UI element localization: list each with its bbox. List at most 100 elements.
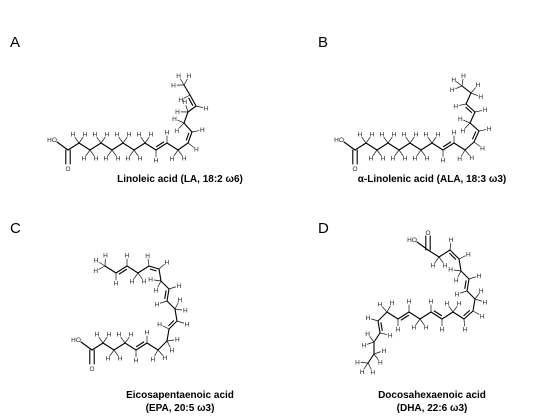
hydrogen-atom: H (138, 156, 143, 163)
carbon-bond (158, 268, 162, 282)
carbon-bond (187, 105, 197, 113)
hydrogen-bond (162, 325, 170, 330)
hydrogen-bond (191, 130, 200, 133)
hydrogen-atom: H (381, 156, 386, 163)
hydrogen-bond (383, 136, 389, 144)
hydrogen-bond (166, 340, 171, 348)
hydrogen-bond (140, 136, 146, 144)
hydrogen-atom: H (129, 332, 134, 339)
hydrogen-atom: H (413, 156, 418, 163)
carbon-bond (100, 142, 113, 151)
hydrogen-bond (474, 293, 480, 300)
hydrogen-bond (379, 332, 388, 335)
carbon-bond (452, 311, 465, 320)
hydrogen-bond (453, 269, 462, 272)
hydrogen-bond (177, 149, 183, 156)
carbon-bond (67, 142, 80, 151)
carbon-bond (177, 142, 189, 151)
hydrogen-bond (381, 306, 388, 313)
hydrogen-bond (183, 94, 191, 99)
hydrogen-atom: H (362, 343, 367, 350)
carbon-bond (365, 142, 378, 151)
hydrogen-bond (74, 136, 80, 144)
hydrogen-atom: H (93, 268, 98, 275)
hydrogen-atom: H (360, 369, 365, 376)
carbon-bond (160, 280, 170, 290)
hydrogen-bond (159, 300, 168, 304)
carbon-bond (166, 300, 176, 310)
hydrogen-bond (369, 336, 375, 343)
carbon-bond (397, 311, 410, 320)
hydrogen-atom: H (483, 107, 488, 114)
hydrogen-atom: H (127, 132, 132, 139)
carbon-bond (441, 311, 454, 320)
carbon-bond (463, 310, 474, 320)
hydrogen-bond (427, 136, 433, 144)
hydrogen-atom: H (151, 356, 156, 363)
carbon-bond (135, 342, 148, 351)
hydrogen-atom: H (106, 356, 111, 363)
carbonyl-oxygen: O (89, 366, 94, 373)
hydrogen-bond (122, 136, 128, 144)
caption: Linoleic acid (LA, 18:2 ω6) (117, 174, 243, 185)
hydrogen-atom: H (178, 97, 183, 104)
double-bond (168, 320, 175, 327)
hydrogen-bond (394, 149, 400, 157)
hydrogen-bond (458, 255, 466, 260)
hydrogen-bond (463, 318, 465, 327)
carbon-bond (442, 142, 455, 151)
hydrogen-atom: H (93, 132, 98, 139)
hydrogen-atom: H (477, 273, 482, 280)
hydroxyl-group: HO (71, 337, 81, 344)
hydrogen-bond (147, 258, 150, 267)
double-bond (164, 290, 167, 299)
double-bond (188, 97, 194, 106)
hydrogen-atom: H (142, 279, 147, 286)
carbon-bond (376, 142, 389, 151)
hydrogen-atom: H (466, 251, 471, 258)
hydrogen-atom: H (392, 132, 397, 139)
carbon-bond (473, 130, 480, 143)
hydrogen-bond (367, 341, 375, 345)
carbon-bond (367, 353, 375, 364)
hydrogen-atom: H (149, 132, 154, 139)
hydrogen-atom: H (412, 325, 417, 332)
double-bond (185, 132, 190, 141)
hydrogen-bond (187, 142, 194, 148)
hydrogen-atom: H (130, 279, 135, 286)
carbon-bond (91, 342, 104, 351)
carbon-bond (464, 141, 475, 151)
hydrogen-atom: H (175, 109, 180, 116)
hydrogen-atom: H (388, 332, 393, 339)
carbon-bond (438, 249, 451, 258)
hydrogen-atom: H (172, 116, 177, 123)
hydrogen-atom: H (414, 132, 419, 139)
carbon-bond (166, 142, 179, 151)
hydrogen-atom: H (402, 132, 407, 139)
double-bond (433, 310, 443, 317)
hydrogen-atom: H (104, 156, 109, 163)
hydrogen-bond (464, 149, 470, 156)
hydrogen-bond (111, 149, 117, 157)
carbon-bond (469, 111, 476, 124)
hydrogen-bond (415, 318, 421, 326)
hydrogen-bond (118, 136, 124, 144)
hydrogen-atom: H (424, 325, 429, 332)
carbon-bond (453, 142, 466, 151)
carbon-bond (183, 122, 193, 133)
hydrogen-atom: H (480, 313, 485, 320)
c-oh-bond (80, 341, 93, 351)
hydrogen-bond (363, 362, 369, 370)
hydrogen-bond (455, 85, 463, 90)
hydrogen-atom: H (445, 301, 450, 308)
hydrogen-bond (464, 122, 471, 129)
carbon-bond (466, 278, 470, 292)
double-bond (449, 252, 457, 260)
double-bond (118, 268, 128, 275)
hydrogen-atom: H (458, 116, 463, 123)
hydrogen-atom: H (455, 291, 460, 298)
hydrogen-atom: H (469, 155, 474, 162)
carbon-bond (187, 131, 193, 144)
hydrogen-atom: H (365, 331, 370, 338)
